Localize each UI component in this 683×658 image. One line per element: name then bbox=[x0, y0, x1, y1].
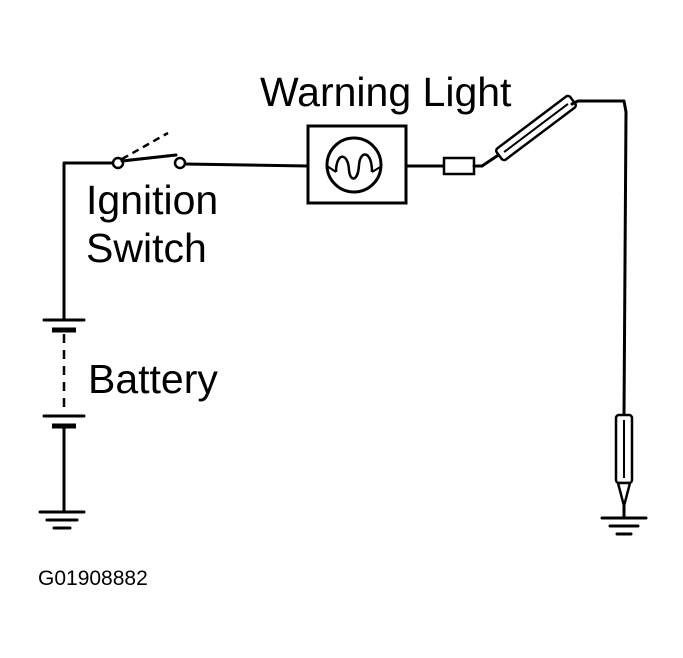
ignition-switch-symbol bbox=[111, 131, 187, 170]
battery-symbol bbox=[42, 318, 86, 512]
connector-symbol bbox=[442, 156, 484, 176]
right-wire bbox=[622, 110, 628, 417]
left-wire bbox=[62, 161, 119, 320]
warning-light-label: Warning Light bbox=[260, 69, 512, 115]
ignition-label: Ignition bbox=[86, 177, 218, 223]
switch-to-light-wire bbox=[183, 162, 310, 168]
figure-id: G01908882 bbox=[38, 567, 148, 590]
test-probe-lower bbox=[614, 413, 634, 518]
switch-label: Switch bbox=[86, 225, 207, 271]
warning-light-symbol bbox=[306, 124, 408, 205]
test-probe-upper bbox=[480, 94, 628, 168]
battery-label: Battery bbox=[88, 356, 218, 402]
ground-symbol-right bbox=[600, 516, 648, 536]
ground-symbol-left bbox=[38, 510, 86, 530]
